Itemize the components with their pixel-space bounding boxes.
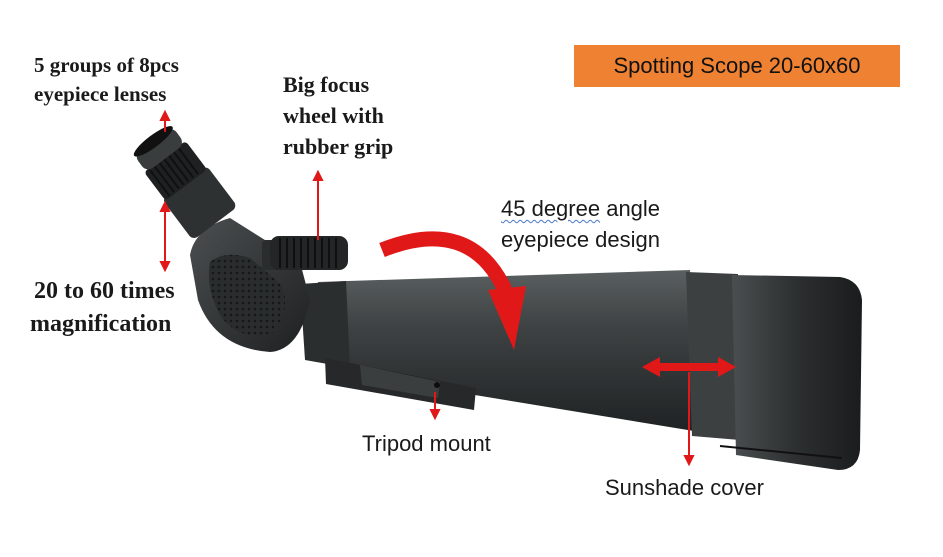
objective-ring [686,272,740,440]
focus-wheel-line3: rubber grip [283,134,394,159]
angle-design-underlined: 45 degree [501,196,601,221]
eyepiece-cup [136,129,182,170]
rubber-grip-pad [208,254,286,336]
tripod-hole [434,382,440,388]
body-ring [300,281,350,368]
tripod-mount-label: Tripod mount [362,431,491,456]
title-badge: Spotting Scope 20-60x60 [574,45,900,87]
sunshade-double-arrow-shaft [656,363,722,371]
magnification-line1: 20 to 60 times [34,278,175,304]
angle-design-line1: 45 degree angle [501,193,660,224]
eyepiece-lenses-line2: eyepiece lenses [34,82,167,106]
magnification-line2: magnification [30,311,172,337]
scope-body [316,270,700,432]
eyepiece-lenses-label: 5 groups of 8pcs eyepiece lenses [34,51,179,109]
magnification-label: 20 to 60 times magnification [30,275,175,341]
title-text: Spotting Scope 20-60x60 [613,53,861,78]
angle-design-line2: eyepiece design [501,227,661,252]
angle-arrow-head [488,286,526,350]
eyepiece-lenses-line1: 5 groups of 8pcs [34,53,179,77]
angle-design-rest: angle [600,196,661,221]
sunshade [732,275,862,470]
tripod-mount-side [360,365,440,398]
focus-wheel-label: Big focus wheel with rubber grip [283,69,393,162]
focus-wheel-line1: Big focus [283,72,370,97]
angle-design-label: 45 degree angle eyepiece design [501,193,660,255]
sunshade-cover-label: Sunshade cover [605,475,764,500]
focus-wheel-line2: wheel with [283,103,384,128]
angle-curved-arrow [379,231,512,294]
sunshade-groove [719,445,843,459]
eyepiece-lens [133,126,173,157]
